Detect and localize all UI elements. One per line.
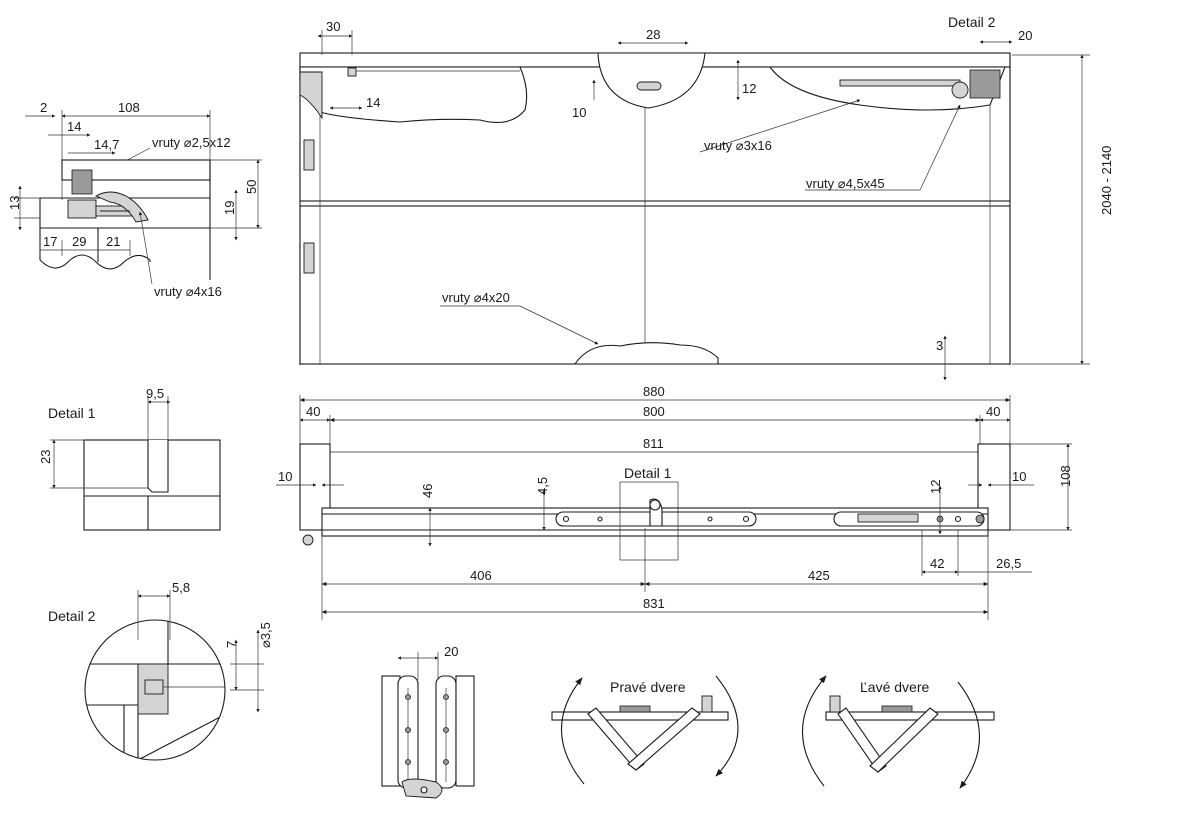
plan-view: 880 40 800 40 811 Detail 1 (276, 384, 1073, 620)
dim-plan-40-left: 40 (306, 404, 320, 419)
dim-section-21: 21 (106, 234, 120, 249)
dim-section-108: 108 (118, 100, 140, 115)
door-elevation-view: 30 14 28 10 12 Detail 2 20 2040 - 2140 3… (299, 14, 1114, 381)
screw-label-3x16: vruty ⌀3x16 (704, 138, 772, 153)
dim-elev-height: 2040 - 2140 (1099, 146, 1114, 215)
dim-plan-800: 800 (643, 404, 665, 419)
left-door-label: Ľavé dvere (860, 679, 929, 695)
dim-plan-46: 46 (420, 484, 435, 498)
dim-section-14: 14 (67, 119, 81, 134)
dim-plan-811: 811 (643, 436, 664, 451)
dim-detail2-7: 7 (224, 641, 239, 648)
dim-section-17: 17 (43, 234, 57, 249)
dim-detail1-23: 23 (38, 450, 53, 464)
dim-plan-40-right: 40 (986, 404, 1000, 419)
dim-section-50: 50 (244, 180, 259, 194)
dim-elev-12: 12 (742, 81, 756, 96)
dim-section-13: 13 (7, 196, 22, 210)
dim-hinge-20: 20 (444, 644, 458, 659)
screw-label-4x16: vruty ⌀4x16 (154, 284, 222, 299)
dim-plan-10-right: 10 (1012, 469, 1026, 484)
detail-2-title: Detail 2 (48, 608, 96, 624)
screw-label-4-5x45: vruty ⌀4,5x45 (806, 176, 885, 191)
screw-label-2-5x12: vruty ⌀2,5x12 (152, 135, 231, 150)
detail-1-view: Detail 1 9,5 23 (38, 386, 221, 531)
dim-detail2-phi-3-5: ⌀3,5 (258, 622, 273, 648)
hinge-detail-view: 20 (381, 644, 475, 799)
dim-elev-10: 10 (572, 105, 586, 120)
screw-label-4x20: vruty ⌀4x20 (442, 290, 510, 305)
dim-plan-12: 12 (928, 480, 943, 494)
dim-plan-425: 425 (808, 568, 830, 583)
dim-plan-880: 880 (643, 384, 665, 399)
dim-elev-20: 20 (1018, 28, 1032, 43)
right-door-diagram: Pravé dvere (551, 675, 739, 785)
detail-1-title: Detail 1 (48, 405, 96, 421)
cross-section-view: 108 2 14 14,7 vruty ⌀2,5x12 13 (7, 100, 262, 299)
right-door-label: Pravé dvere (610, 679, 686, 695)
dim-plan-406: 406 (470, 568, 492, 583)
dim-elev-14: 14 (366, 95, 380, 110)
dim-elev-30: 30 (326, 19, 340, 34)
dim-elev-3: 3 (936, 338, 943, 353)
dim-plan-108: 108 (1058, 465, 1073, 487)
detail-2-view: Detail 2 5,8 7 ⌀3,5 (48, 580, 273, 761)
dim-plan-10-left: 10 (278, 469, 292, 484)
dim-plan-831: 831 (643, 596, 665, 611)
detail-2-top-title: Detail 2 (948, 14, 996, 30)
left-door-diagram: Ľavé dvere (801, 675, 995, 789)
dim-section-14-7: 14,7 (94, 137, 119, 152)
dim-plan-42: 42 (930, 556, 944, 571)
dim-plan-26-5: 26,5 (996, 556, 1021, 571)
detail-1-plan-title: Detail 1 (624, 465, 672, 481)
dim-plan-4-5: 4,5 (535, 477, 550, 495)
dim-section-2: 2 (40, 100, 47, 115)
dim-section-19: 19 (222, 201, 237, 215)
dim-section-29: 29 (72, 234, 86, 249)
dim-detail1-9-5: 9,5 (146, 386, 164, 401)
dim-detail2-5-8: 5,8 (172, 580, 190, 595)
dim-elev-28: 28 (646, 27, 660, 42)
